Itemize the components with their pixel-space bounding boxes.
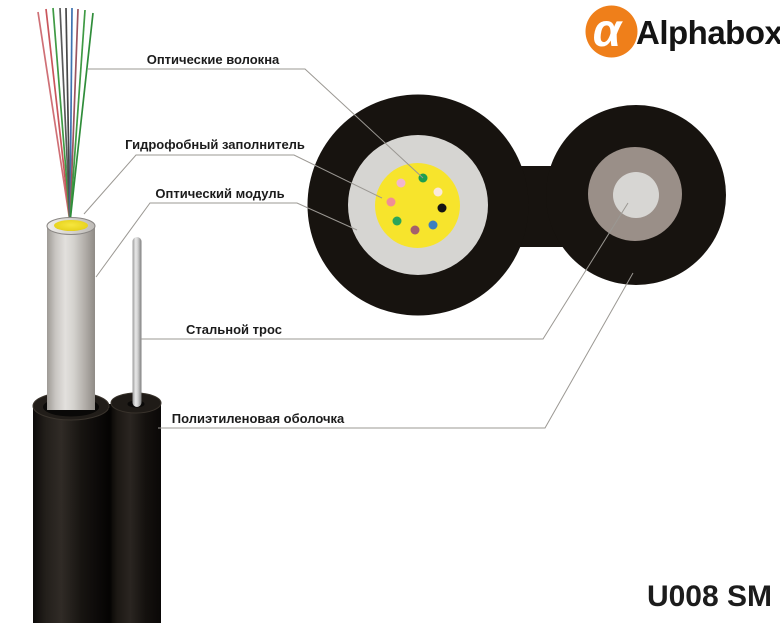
fiber-strand	[65, 7, 71, 223]
cable-cross-section	[307, 94, 726, 316]
brand-logo: α Alphabox	[585, 4, 780, 58]
leader-optical-fibers	[88, 68, 424, 179]
label-optical-module: Оптический модуль	[155, 186, 284, 201]
steel-wire-core	[613, 172, 659, 218]
pe-sheath-body	[32, 391, 162, 623]
pe-sheath-column	[33, 404, 161, 623]
label-steel-wire: Стальной трос	[186, 322, 282, 337]
leader-pe-sheath	[158, 272, 634, 429]
fiber-dot	[386, 197, 396, 207]
label-hydrophobic-filler: Гидрофобный заполнитель	[125, 137, 305, 152]
fiber-strand	[45, 8, 71, 223]
fiber-dot	[433, 187, 443, 197]
fiber-dot	[392, 216, 402, 226]
module-tube-wall	[47, 226, 95, 410]
fiber-strand	[59, 7, 71, 223]
logo-circle	[585, 5, 638, 58]
optical-module-tube	[46, 217, 96, 410]
model-number: U008 SM	[647, 580, 772, 613]
fiber-strand	[37, 11, 71, 223]
leader-optical-module	[95, 202, 358, 278]
leader-hydrophobic-filler	[83, 154, 383, 215]
fiber-strand	[52, 7, 71, 223]
cable-3d-view	[32, 7, 162, 623]
steel-wire-3d	[132, 237, 142, 407]
leader-lines	[83, 68, 634, 429]
gel-filler-circle	[375, 163, 460, 248]
fiber-dot	[396, 178, 406, 188]
label-optical-fibers: Оптические волокна	[147, 52, 280, 67]
gel-at-tube-mouth	[54, 220, 88, 231]
fiber-strand	[69, 12, 94, 223]
brand-name: Alphabox	[636, 14, 780, 51]
leader-steel-wire	[141, 202, 629, 340]
alpha-icon: α	[593, 4, 624, 56]
fiber-strand	[69, 9, 86, 223]
callout-labels: Оптические волокна Гидрофобный заполните…	[125, 52, 345, 426]
fiber-dot	[428, 220, 438, 230]
fiber-strand	[69, 7, 73, 223]
fiber-strand	[69, 8, 79, 223]
optical-fibers-strands	[37, 7, 94, 223]
fiber-dot	[437, 203, 447, 213]
label-pe-sheath: Полиэтиленовая оболочка	[172, 411, 345, 426]
fiber-dot	[410, 225, 420, 235]
